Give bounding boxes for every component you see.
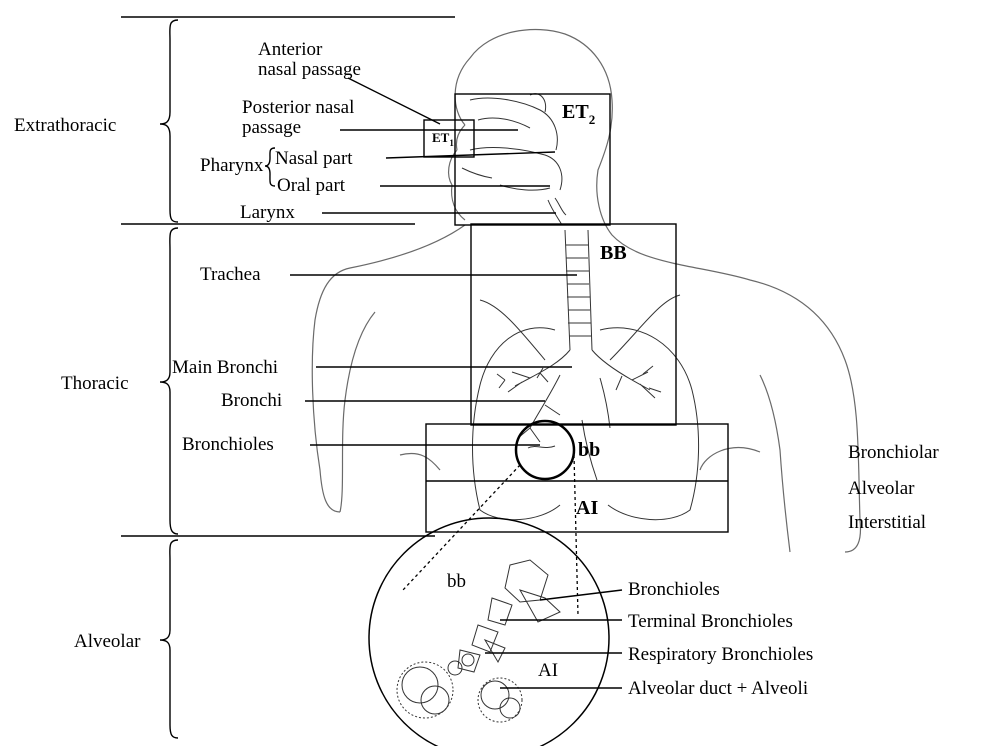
compartment-boxes bbox=[424, 94, 728, 532]
bronchial-tree bbox=[497, 350, 661, 442]
head-internals bbox=[462, 94, 562, 190]
bb-lower-label: bb bbox=[578, 439, 600, 461]
inset-label-respiratory-bronchioles: Respiratory Bronchioles bbox=[628, 644, 813, 665]
et2-label: ET2 bbox=[562, 101, 595, 127]
region-thoracic: Thoracic bbox=[61, 373, 129, 394]
region-alveolar: Alveolar bbox=[74, 631, 141, 652]
magnifier-circle bbox=[516, 421, 574, 479]
label-bronchi: Bronchi bbox=[221, 390, 282, 411]
trachea-drawing bbox=[548, 198, 592, 350]
alveolar-brace bbox=[160, 540, 178, 738]
bb-upper-label: BB bbox=[600, 242, 627, 264]
legend-alveolar: Alveolar bbox=[848, 478, 915, 499]
leader-inset-bronchioles bbox=[540, 590, 622, 600]
inset-label-bronchioles: Bronchioles bbox=[628, 579, 720, 600]
label-anterior-nasal-1: Anterior bbox=[258, 39, 323, 60]
inset-ai-label: AI bbox=[538, 660, 558, 681]
label-oral-part: Oral part bbox=[277, 175, 346, 196]
et1-label: ET1 bbox=[432, 130, 454, 148]
label-larynx: Larynx bbox=[240, 202, 295, 223]
label-nasal-part: Nasal part bbox=[275, 148, 353, 169]
label-pharynx: Pharynx bbox=[200, 155, 264, 176]
leader-anterior-nasal bbox=[348, 78, 440, 124]
label-main-bronchi: Main Bronchi bbox=[172, 357, 278, 378]
bronchiole-detail bbox=[528, 446, 555, 448]
label-posterior-nasal-1: Posterior nasal bbox=[242, 97, 354, 118]
legend-bronchiolar: Bronchiolar bbox=[848, 442, 939, 463]
bb-box bbox=[471, 224, 676, 425]
inset-bb-label: bb bbox=[447, 571, 466, 592]
lungs-outline bbox=[473, 295, 699, 520]
legend-interstitial: Interstitial bbox=[848, 512, 926, 533]
extrathoracic-brace bbox=[160, 20, 178, 222]
label-posterior-nasal-2: passage bbox=[242, 117, 301, 138]
inset-circle bbox=[369, 518, 609, 746]
label-anterior-nasal-2: nasal passage bbox=[258, 59, 361, 80]
zoom-line-right bbox=[574, 455, 578, 615]
region-extrathoracic: Extrathoracic bbox=[14, 115, 116, 136]
thoracic-brace bbox=[160, 228, 178, 534]
inset-bronchiole-drawing bbox=[458, 560, 560, 672]
pharynx-brace bbox=[265, 148, 275, 186]
label-trachea: Trachea bbox=[200, 264, 261, 285]
inset-label-terminal-bronchioles: Terminal Bronchioles bbox=[628, 611, 793, 632]
ai-label: AI bbox=[576, 497, 598, 519]
label-bronchioles: Bronchioles bbox=[182, 434, 274, 455]
inset-label-alveolar-duct-alveoli: Alveolar duct + Alveoli bbox=[628, 678, 808, 699]
region-lines bbox=[121, 17, 455, 536]
